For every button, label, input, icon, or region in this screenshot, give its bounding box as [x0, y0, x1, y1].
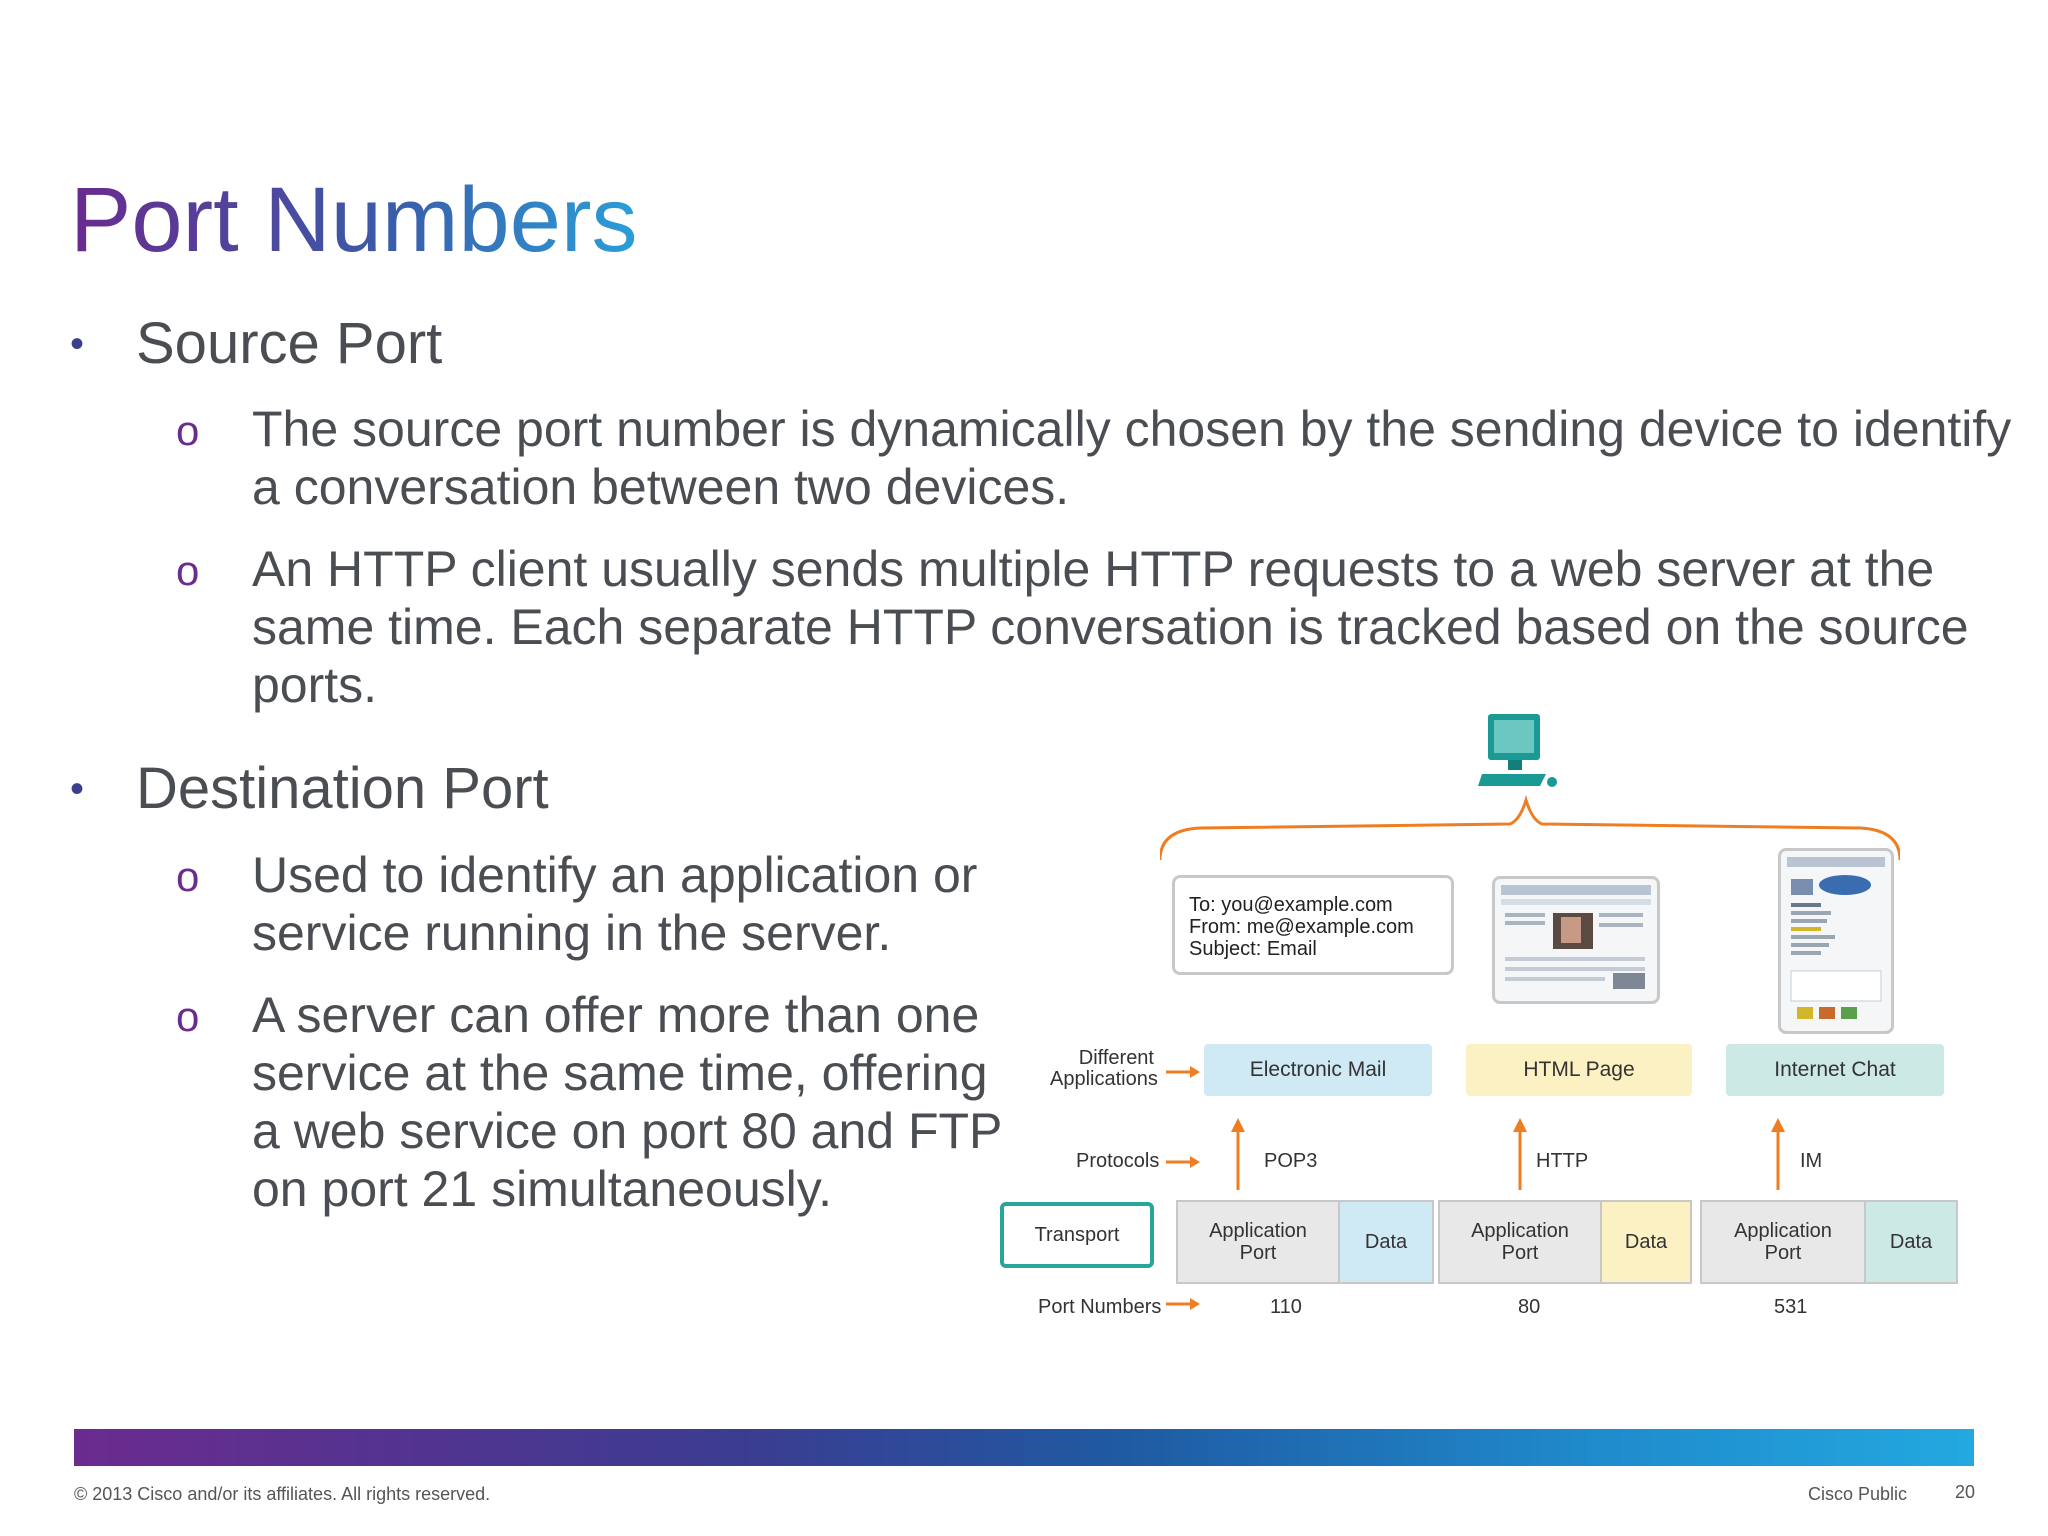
protocol-http: HTTP	[1536, 1150, 1589, 1172]
email-from: From: me@example.com	[1189, 916, 1414, 938]
segment-data: Data	[1338, 1200, 1434, 1284]
protocol-pop3: POP3	[1264, 1150, 1318, 1172]
up-arrow-icon	[1771, 1118, 1785, 1190]
port-number-531: 531	[1774, 1296, 1808, 1318]
arrow-icon	[1166, 1298, 1200, 1310]
sub-bullet-ring: o	[176, 547, 200, 594]
page-title: Port Numbers	[70, 165, 638, 275]
arrow-icon	[1166, 1156, 1200, 1168]
app-box-internet-chat: Internet Chat	[1726, 1044, 1944, 1096]
segment-application-port: Application Port	[1438, 1200, 1602, 1284]
sub-bullet-ring: o	[176, 853, 200, 900]
email-subject: Subject: Email	[1189, 938, 1317, 960]
segment-data: Data	[1600, 1200, 1692, 1284]
label-different-applications: Different Applications	[1050, 1047, 1158, 1090]
protocol-im: IM	[1800, 1150, 1823, 1172]
footer-copyright: © 2013 Cisco and/or its affiliates. All …	[74, 1484, 491, 1504]
app-box-html-page: HTML Page	[1466, 1044, 1692, 1096]
segment-application-port: Application Port	[1176, 1200, 1340, 1284]
port-numbers-diagram: To: you@example.com From: me@example.com…	[990, 700, 1990, 1340]
port-number-80: 80	[1518, 1296, 1541, 1318]
page-number: 20	[1955, 1482, 1976, 1502]
email-preview-card: To: you@example.com From: me@example.com…	[1172, 875, 1454, 975]
sub-bullet-text: An HTTP client usually sends multiple HT…	[252, 541, 1969, 713]
sub-bullet-text: The source port number is dynamically ch…	[252, 401, 2012, 515]
app-box-electronic-mail: Electronic Mail	[1204, 1044, 1432, 1096]
sub-bullet-text: Used to identify an application or servi…	[252, 847, 978, 961]
up-arrow-icon	[1513, 1118, 1527, 1190]
web-page-thumbnail	[1492, 876, 1660, 1004]
label-port-numbers: Port Numbers	[1038, 1296, 1162, 1318]
segment-data: Data	[1864, 1200, 1958, 1284]
arrow-icon	[1166, 1066, 1200, 1078]
brace-connector	[1160, 794, 1900, 861]
email-to: To: you@example.com	[1189, 894, 1393, 916]
up-arrow-icon	[1231, 1118, 1245, 1190]
footer-gradient-bar	[74, 1429, 1974, 1466]
label-protocols: Protocols	[1076, 1150, 1160, 1172]
sub-bullet-ring: o	[176, 407, 200, 454]
bullet-dot: •	[70, 767, 85, 811]
transport-box: Transport	[1000, 1202, 1154, 1268]
chat-window-icon	[1787, 857, 1885, 1019]
computer-icon	[1478, 714, 1557, 787]
sub-bullet-ring: o	[176, 993, 200, 1040]
footer-classification: Cisco Public	[1808, 1484, 1908, 1504]
segment-application-port: Application Port	[1700, 1200, 1866, 1284]
bullet-label: Destination Port	[136, 756, 549, 821]
web-page-icon	[1501, 885, 1651, 989]
bullet-dot: •	[70, 322, 85, 366]
chat-window-thumbnail	[1778, 848, 1894, 1034]
sub-bullet-text: A server can offer more than one service…	[252, 987, 1002, 1217]
port-number-110: 110	[1270, 1296, 1302, 1318]
bullet-label: Source Port	[136, 311, 443, 376]
